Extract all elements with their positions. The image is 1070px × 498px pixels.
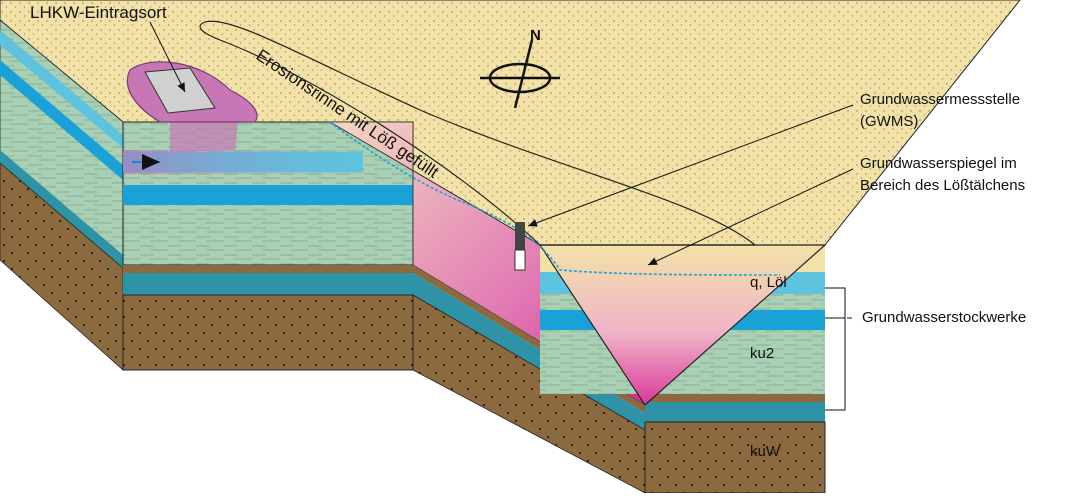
front-right-bedrock [644,421,826,494]
front-left-aquifer-low [123,273,413,295]
label-gw-level-1: Grundwasserspiegel im [860,155,1017,172]
left-slope-lower-aquifer [0,150,123,268]
north-compass-icon [480,39,560,109]
label-gwms-1: Grundwassermessstelle [860,91,1020,108]
front-right-aquifer-low [645,402,825,422]
front-right-thin-brown [645,394,825,402]
north-label: N [530,27,541,44]
left-slope-aquifer-blue [0,60,123,180]
label-source: LHKW-Eintragsort [30,3,167,22]
front-left-bedrock [122,294,414,371]
left-slope-aquifer-light [0,30,123,148]
label-layer-q: q, Löl [750,274,787,291]
label-layer-kuw: kuW [750,443,781,460]
label-gw-level-2: Bereich des Lößtälchens [860,177,1025,194]
label-layer-ku2: ku2 [750,345,774,362]
monitoring-well-casing [515,222,525,250]
label-aquifers: Grundwasserstockwerke [862,309,1026,326]
plume-horizontal [123,150,363,174]
monitoring-well-screen [514,249,526,271]
pointer-gwms [527,104,854,227]
label-gwms-2: (GWMS) [860,113,918,130]
pointer-gw-level [647,168,854,266]
front-left-aquifer-mid [123,185,413,205]
pointer-source [149,21,186,93]
aquifer-bracket [825,287,852,411]
erosion-channel-outline [199,20,757,246]
groundwater-level-line [329,121,781,276]
front-left-thin-brown [123,265,413,273]
